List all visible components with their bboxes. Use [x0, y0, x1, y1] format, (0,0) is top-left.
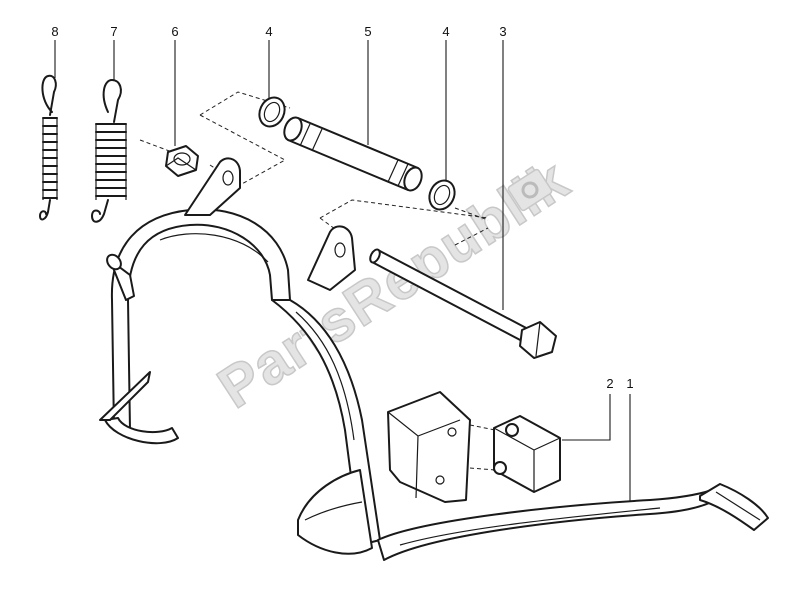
washer-part-4-bottom: [428, 179, 456, 211]
main-stand-part-1: [99, 157, 769, 561]
spring-part-7: [91, 79, 127, 223]
callout-1: 1: [626, 376, 633, 391]
rubber-block-part-2: [493, 415, 561, 493]
leader-lines: [54, 40, 631, 502]
callout-8: 8: [51, 24, 58, 39]
pin-part-5: [283, 116, 423, 192]
callout-4-top: 4: [265, 24, 272, 39]
washer-part-4-top: [258, 96, 286, 128]
callout-5: 5: [364, 24, 371, 39]
bolt-part-3: [369, 248, 557, 359]
callout-7: 7: [110, 24, 117, 39]
callout-2: 2: [606, 376, 613, 391]
callout-labels: 8 7 6 4 5 4 3 2 1: [51, 24, 633, 391]
spring-part-8: [39, 74, 58, 221]
watermark-gear-icon: [507, 168, 553, 212]
nut-part-6: [165, 145, 199, 177]
callout-3: 3: [499, 24, 506, 39]
callout-4-bottom: 4: [442, 24, 449, 39]
callout-6: 6: [171, 24, 178, 39]
watermark: PartsRepublik: [206, 146, 581, 422]
